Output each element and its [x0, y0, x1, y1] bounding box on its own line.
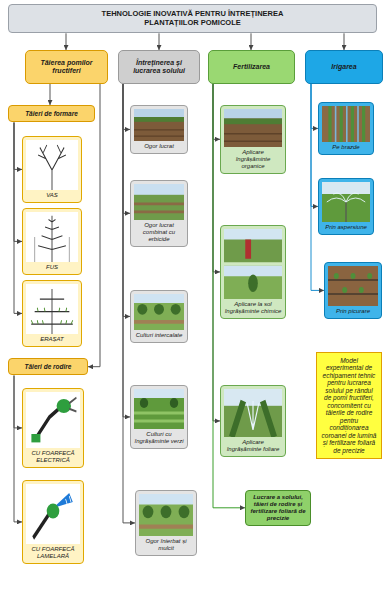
- category-box: Fertilizarea: [208, 50, 295, 84]
- image-box: Ogor lucrat combinat cu erbicide: [130, 180, 188, 247]
- connector-arrow: [213, 84, 220, 139]
- connector-arrow: [14, 123, 22, 314]
- photo-illustration: [134, 389, 184, 429]
- image-box: Culturi intercalate: [130, 290, 188, 343]
- connector-arrow: [123, 84, 130, 316]
- node-label: Prin picurare: [328, 308, 378, 315]
- connector-arrow: [123, 84, 130, 213]
- photo-illustration: [134, 294, 184, 330]
- node-label: Aplicare îngrășăminte organice: [224, 149, 282, 170]
- node-label: CU FOARFECĂ LAMELARĂ: [26, 546, 80, 560]
- photo-illustration: [224, 389, 282, 437]
- photo-illustration: [322, 182, 370, 222]
- title-box: TEHNOLOGIE INOVATIVĂ PENTRU ÎNTREȚINEREA…: [8, 4, 377, 33]
- photo-illustration: [139, 494, 193, 536]
- photo-illustration: [224, 229, 282, 299]
- node-label: TEHNOLOGIE INOVATIVĂ PENTRU ÎNTREȚINEREA…: [98, 10, 288, 27]
- connector-arrow: [123, 84, 130, 417]
- image-box: Prin picurare: [324, 262, 382, 319]
- connector-arrow: [344, 33, 345, 50]
- connector-arrow: [14, 123, 22, 242]
- connector-arrow: [123, 84, 130, 129]
- image-box: Aplicare îngrășăminte organice: [220, 105, 286, 174]
- node-label: FUS: [26, 264, 78, 271]
- node-label: ERAȘAT: [26, 336, 78, 343]
- node-label: VAS: [26, 192, 78, 199]
- node-label: Întreținerea și lucrarea solului: [122, 59, 196, 75]
- node-label: Lucrare a solului, tăieri de rodire și f…: [249, 494, 307, 522]
- node-label: Model experimental de echipament tehnic …: [321, 357, 377, 454]
- node-label: Culturi cu îngrășăminte verzi: [134, 431, 184, 445]
- connector-arrow: [251, 33, 252, 50]
- image-box: Pe brazde: [318, 102, 374, 155]
- image-box: VAS: [22, 136, 82, 203]
- result-box: Lucrare a solului, tăieri de rodire și f…: [245, 490, 311, 526]
- connector-arrow: [14, 376, 22, 522]
- connector-arrow: [14, 123, 22, 170]
- image-box: ERAȘAT: [22, 280, 82, 347]
- node-label: Aplicare la sol îngrășăminte chimice: [224, 301, 282, 315]
- photo-illustration: [328, 266, 378, 306]
- category-box: Irigarea: [305, 50, 383, 84]
- photo-illustration: [322, 106, 370, 142]
- image-box: CU FOARFECĂ LAMELARĂ: [22, 480, 84, 564]
- category-box: Tăierea pomilor fructiferi: [25, 50, 108, 84]
- image-box: Ogor lucrat: [130, 105, 188, 154]
- node-label: Tăieri de rodire: [12, 363, 84, 370]
- image-box: Ogor înierbat și mulcit: [135, 490, 197, 556]
- subcategory-box: Tăieri de rodire: [8, 358, 88, 375]
- node-label: Irigarea: [309, 63, 379, 71]
- connector-arrow: [14, 376, 22, 428]
- node-label: CU FOARFECĂ ELECTRICĂ: [26, 450, 80, 464]
- node-label: Ogor lucrat: [134, 143, 184, 150]
- node-label: Aplicare îngrășăminte foliare: [224, 439, 282, 453]
- photo-illustration: [134, 184, 184, 220]
- image-box: Prin aspersiune: [318, 178, 374, 235]
- node-label: Fertilizarea: [212, 63, 291, 71]
- connector-arrow: [159, 33, 160, 50]
- node-label: Ogor înierbat și mulcit: [139, 538, 193, 552]
- image-box: Aplicare la sol îngrășăminte chimice: [220, 225, 286, 319]
- node-label: Culturi intercalate: [134, 332, 184, 339]
- image-box: FUS: [22, 208, 82, 275]
- category-box: Întreținerea și lucrarea solului: [118, 50, 200, 84]
- connector-arrow: [88, 84, 100, 367]
- image-box: CU FOARFECĂ ELECTRICĂ: [22, 388, 84, 468]
- image-box: Aplicare îngrășăminte foliare: [220, 385, 286, 457]
- photo-illustration: [26, 392, 80, 448]
- node-label: Ogor lucrat combinat cu erbicide: [134, 222, 184, 243]
- node-label: Tăieri de formare: [12, 110, 91, 117]
- photo-illustration: [26, 140, 78, 190]
- photo-illustration: [26, 284, 78, 334]
- subcategory-box: Tăieri de formare: [8, 105, 95, 122]
- photo-illustration: [26, 484, 80, 544]
- node-label: Prin aspersiune: [322, 224, 370, 231]
- note-box: Model experimental de echipament tehnic …: [316, 352, 382, 459]
- connector-arrow: [213, 84, 220, 421]
- photo-illustration: [26, 212, 78, 262]
- connector-arrow: [66, 33, 67, 50]
- connector-arrow: [311, 84, 318, 128]
- node-label: Pe brazde: [322, 144, 370, 151]
- photo-illustration: [224, 109, 282, 147]
- node-label: Tăierea pomilor fructiferi: [29, 59, 104, 75]
- connector-arrow: [213, 84, 220, 272]
- photo-illustration: [134, 109, 184, 141]
- connector-arrow: [311, 84, 318, 206]
- connector-arrow: [50, 84, 51, 105]
- image-box: Culturi cu îngrășăminte verzi: [130, 385, 188, 449]
